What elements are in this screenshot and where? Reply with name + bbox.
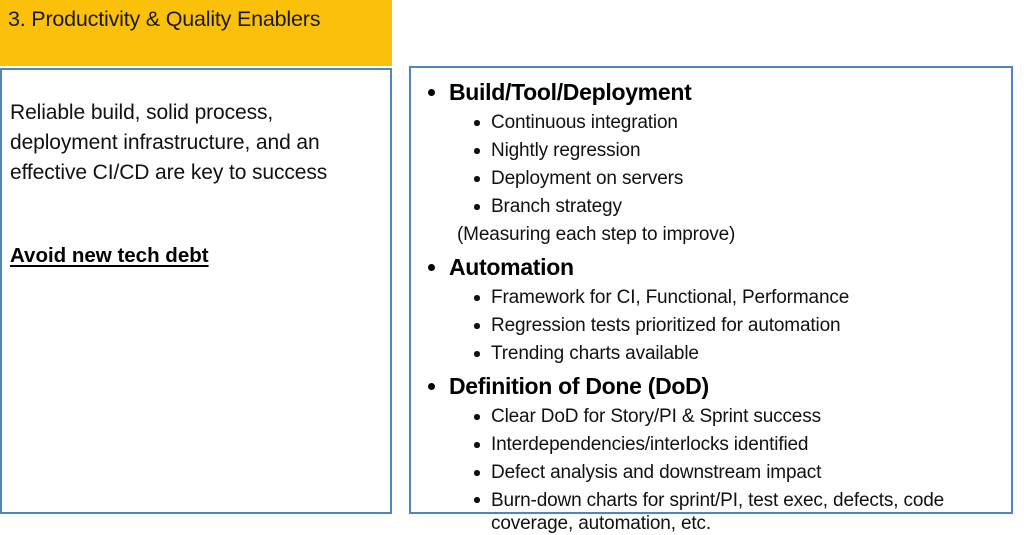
bullet-icon [474,351,480,357]
list-item: Nightly regression [419,137,1005,165]
bullet-icon [428,383,435,390]
right-details-box: Build/Tool/Deployment Continuous integra… [409,66,1013,534]
left-description-emphasis: Avoid new tech debt [10,244,209,267]
bullet-icon [474,176,480,182]
list-item: Branch strategy [419,193,1005,221]
list-item: Continuous integration [419,109,1005,137]
section-item-list: Continuous integration Nightly regressio… [419,109,1005,221]
bullet-icon [428,264,435,271]
list-item-label: Nightly regression [491,140,641,161]
section-header-title: 3. Productivity & Quality Enablers [8,7,321,31]
left-description-paragraph: Reliable build, solid process, deploymen… [10,101,328,184]
list-item: Burn-down charts for sprint/PI, test exe… [419,487,1005,535]
list-item-label: Defect analysis and downstream impact [491,462,822,483]
left-description-box: Reliable build, solid process, deploymen… [0,68,392,514]
bullet-icon [474,295,480,301]
section-heading-label: Build/Tool/Deployment [449,79,692,105]
section-item-list: Clear DoD for Story/PI & Sprint success … [419,403,1005,535]
section-header-banner: 3. Productivity & Quality Enablers [0,0,392,66]
list-item: Regression tests prioritized for automat… [419,312,1005,340]
list-item-label: Clear DoD for Story/PI & Sprint success [491,406,821,427]
section-heading: Definition of Done (DoD) [419,370,1005,403]
list-item: Framework for CI, Functional, Performanc… [419,284,1005,312]
bullet-icon [474,497,480,503]
bullet-icon [474,148,480,154]
bullet-icon [428,89,435,96]
list-item-label: Deployment on servers [491,168,684,189]
list-item: Deployment on servers [419,165,1005,193]
section-item-list: Framework for CI, Functional, Performanc… [419,284,1005,368]
bullet-icon [474,323,480,329]
left-column: 3. Productivity & Quality Enablers Relia… [0,0,392,514]
section-build-tool-deployment: Build/Tool/Deployment Continuous integra… [419,76,1005,249]
list-item-label: Interdependencies/interlocks identified [491,434,809,455]
bullet-icon [474,120,480,126]
bullet-icon [474,204,480,210]
section-heading: Automation [419,251,1005,284]
section-note: (Measuring each step to improve) [457,224,736,245]
list-item: Trending charts available [419,340,1005,368]
list-item-label: Regression tests prioritized for automat… [491,315,841,336]
section-heading-label: Automation [449,254,574,280]
list-item-label: Framework for CI, Functional, Performanc… [491,287,850,308]
list-item-label: Branch strategy [491,196,622,217]
section-automation: Automation Framework for CI, Functional,… [419,251,1005,368]
list-item-label: Continuous integration [491,112,678,133]
section-definition-of-done: Definition of Done (DoD) Clear DoD for S… [419,370,1005,535]
list-item-label: Burn-down charts for sprint/PI, test exe… [491,490,945,534]
bullet-icon [474,414,480,420]
list-item: Interdependencies/interlocks identified [419,431,1005,459]
bullet-icon [474,442,480,448]
bullet-icon [474,470,480,476]
section-heading-label: Definition of Done (DoD) [449,373,709,399]
list-item: Clear DoD for Story/PI & Sprint success [419,403,1005,431]
list-item-label: Trending charts available [491,343,699,364]
list-item: Defect analysis and downstream impact [419,459,1005,487]
section-heading: Build/Tool/Deployment [419,76,1005,109]
